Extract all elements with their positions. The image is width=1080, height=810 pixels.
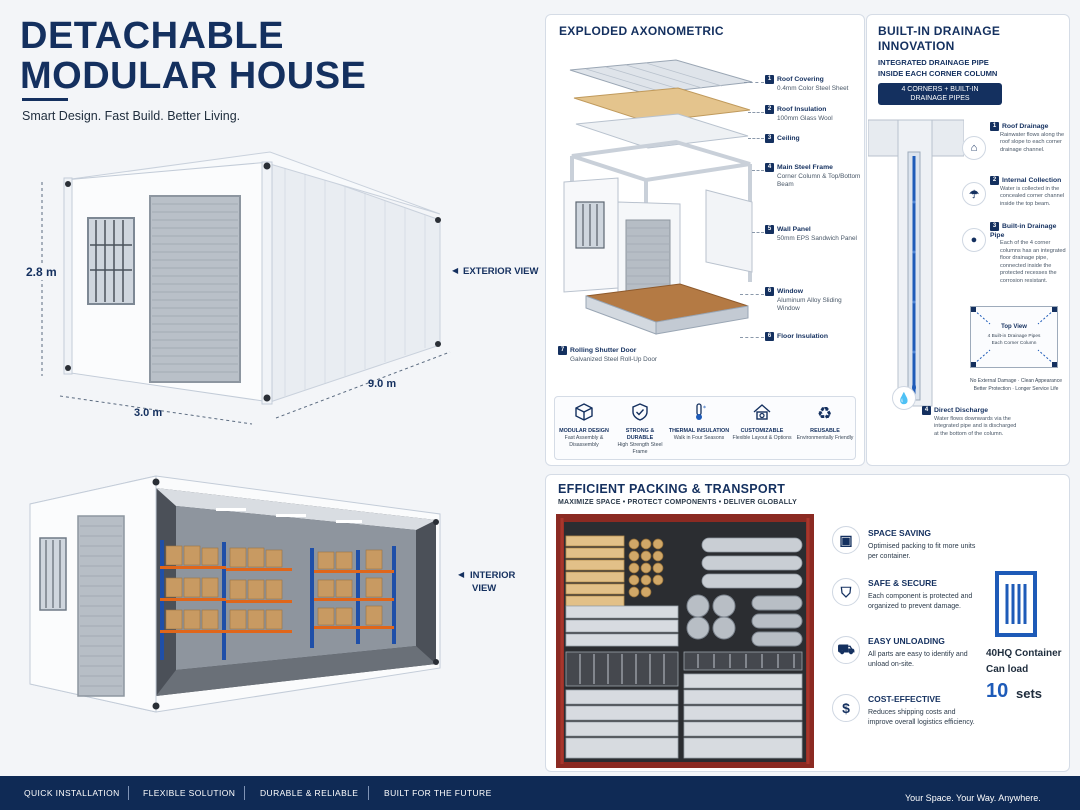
top-view-desc: 4 Built-in Drainage Pipes Each Corner Co… xyxy=(987,334,1041,346)
page-title-line2: MODULAR HOUSE xyxy=(20,55,367,97)
leader-wall-panel xyxy=(752,232,764,233)
house-gear-icon xyxy=(753,404,771,420)
leader-window xyxy=(740,294,764,295)
capacity-number: 10 xyxy=(986,680,1009,702)
leader-roof-insulation xyxy=(748,112,764,113)
leader-floor-insulation xyxy=(740,337,764,338)
drainage-subtitle-line2: INSIDE EACH CORNER COLUMN xyxy=(878,69,998,78)
roof-drainage-icon: ⌂ xyxy=(962,136,986,160)
capacity-unit: sets xyxy=(1016,686,1043,701)
top-view-diagram xyxy=(970,306,1058,368)
badge-line1: 4 CORNERS + BUILT-IN xyxy=(901,86,979,93)
container-packing-illustration xyxy=(556,514,814,768)
corner-column-illustration xyxy=(868,119,964,407)
interior-view-pointer-icon: ◀ xyxy=(458,570,465,579)
interior-view-label-line1: INTERIOR xyxy=(470,570,516,581)
height-dimension-label: 2.8 m xyxy=(24,264,59,280)
exterior-view-pointer-icon: ◀ xyxy=(452,266,459,275)
width-dimension-label: 3.0 m xyxy=(134,407,163,419)
hand-truck-icon: ⛟ xyxy=(832,636,860,664)
shield-check-icon xyxy=(632,403,648,421)
capacity-line1: 40HQ Container xyxy=(986,648,1062,659)
drainage-title-line1: BUILT-IN DRAINAGE xyxy=(878,24,1001,38)
footer-bar: QUICK INSTALLATION FLEXIBLE SOLUTION DUR… xyxy=(0,776,1080,810)
box-icon: ▣ xyxy=(832,526,860,554)
recycle-icon: ♻ xyxy=(817,404,832,424)
length-dimension-label: 9.0 m xyxy=(368,378,397,390)
exploded-title: EXPLODED AXONOMETRIC xyxy=(559,24,724,38)
footer-separator xyxy=(368,786,369,800)
exterior-view-label: EXTERIOR VIEW xyxy=(463,266,539,277)
svg-text:♻: ♻ xyxy=(817,404,832,422)
leader-roof-covering xyxy=(744,82,764,83)
water-drop-icon: 💧 xyxy=(892,386,916,410)
footer-item-3: DURABLE & RELIABLE xyxy=(260,788,359,798)
page-title-line1: DETACHABLE xyxy=(20,15,284,57)
top-view-title: Top View xyxy=(1001,324,1027,330)
footer-item-1: QUICK INSTALLATION xyxy=(24,788,120,798)
feature-strip xyxy=(554,396,856,460)
footer-item-2: FLEXIBLE SOLUTION xyxy=(143,788,236,798)
exterior-house-illustration xyxy=(41,151,451,425)
top-view-corners xyxy=(971,307,1057,367)
footer-slogan: Your Space. Your Way. Anywhere. xyxy=(905,793,1041,803)
cube-icon xyxy=(575,403,593,421)
packing-subtitle: MAXIMIZE SPACE • PROTECT COMPONENTS • DE… xyxy=(558,499,797,506)
interior-house-illustration xyxy=(29,475,441,713)
tagline: Smart Design. Fast Build. Better Living. xyxy=(22,109,241,123)
svg-text:*: * xyxy=(703,405,706,412)
title-rule xyxy=(22,98,68,101)
exploded-house-illustration xyxy=(563,59,753,335)
drainage-pipe-icon: ● xyxy=(962,228,986,252)
leader-steel-frame xyxy=(752,170,764,171)
badge-line2: DRAINAGE PIPES xyxy=(910,95,970,102)
drainage-subtitle-line1: INTEGRATED DRAINAGE PIPE xyxy=(878,58,989,67)
footer-separator xyxy=(128,786,129,800)
drainage-title-line2: INNOVATION xyxy=(878,39,955,53)
leader-ceiling xyxy=(748,138,764,139)
drainage-badge: 4 CORNERS + BUILT-IN DRAINAGE PIPES xyxy=(878,83,1002,105)
dollar-icon: $ xyxy=(832,694,860,722)
capacity-line2: Can load xyxy=(986,664,1029,675)
container-icon xyxy=(995,571,1037,637)
drainage-benefit-line2: Better Protection · Longer Service Life xyxy=(973,386,1059,392)
thermometer-icon: * xyxy=(696,403,706,420)
shield-icon: ⛉ xyxy=(832,578,860,606)
drainage-benefit-line1: No External Damage · Clean Appearance xyxy=(970,378,1062,384)
packing-title: EFFICIENT PACKING & TRANSPORT xyxy=(558,482,786,496)
interior-view-label-line2: VIEW xyxy=(472,583,497,594)
footer-item-4: BUILT FOR THE FUTURE xyxy=(384,788,492,798)
footer-separator xyxy=(244,786,245,800)
internal-collection-icon: ☂ xyxy=(962,182,986,206)
